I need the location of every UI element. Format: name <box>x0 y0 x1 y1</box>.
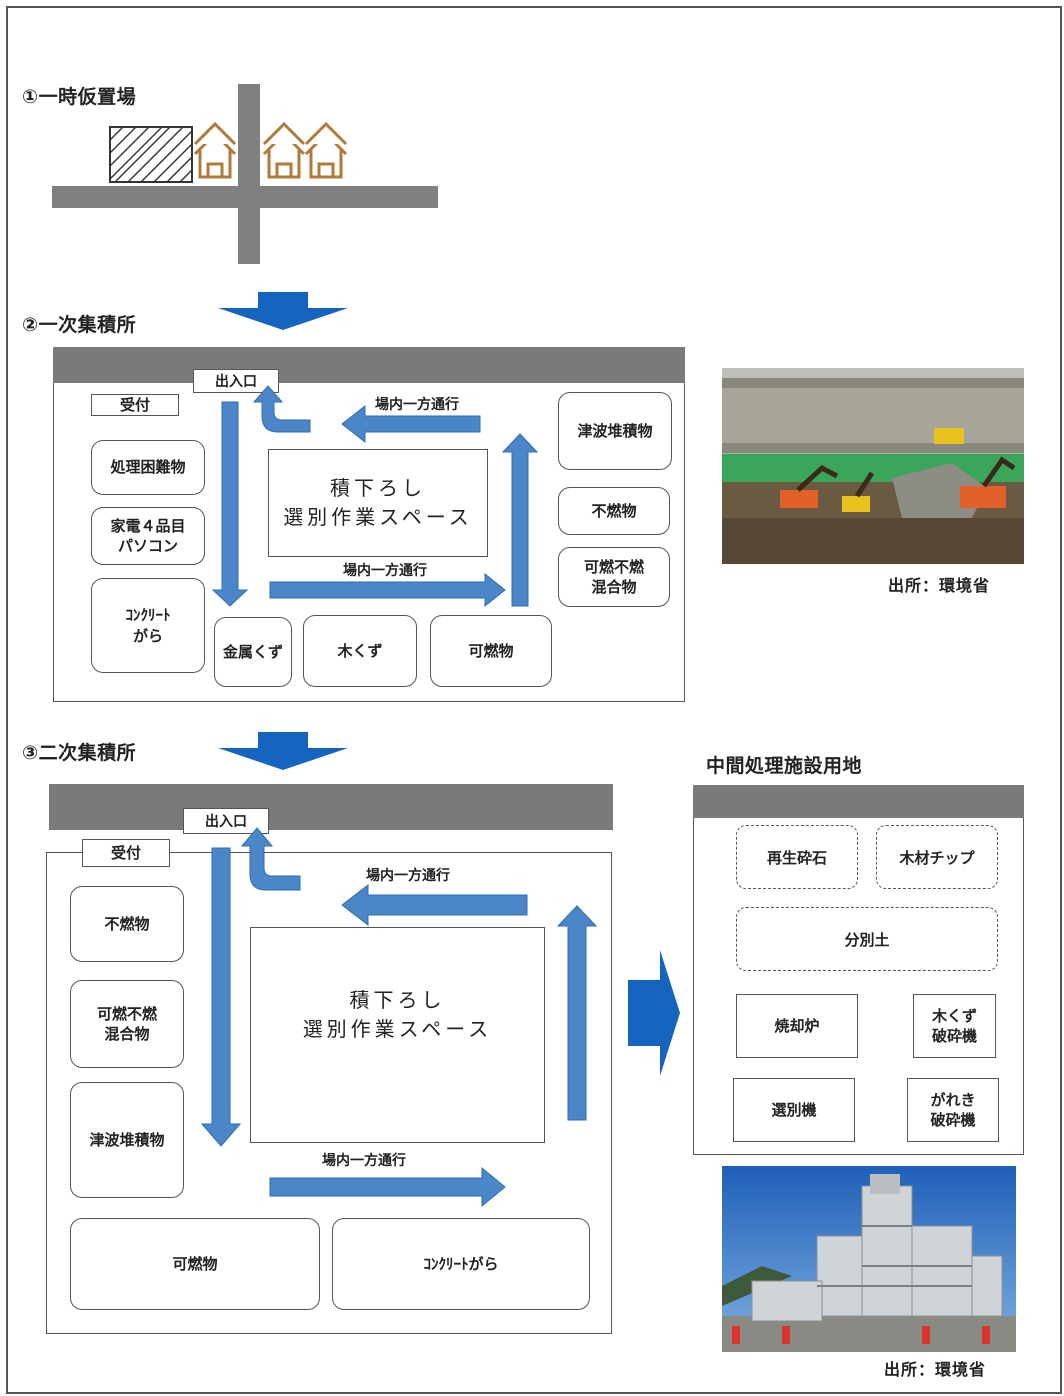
house-icon <box>193 121 237 179</box>
arrow-down-2 <box>200 847 242 1147</box>
arrow-left <box>341 404 481 444</box>
arrow-up <box>501 433 539 607</box>
road-bar-2 <box>49 784 613 830</box>
oneway-label-bottom: 場内一方通行 <box>343 563 427 579</box>
facility-road-bar <box>693 785 1024 818</box>
oneway-label-bottom-2: 場内一方通行 <box>322 1153 406 1169</box>
arrow-exit-2 <box>240 827 301 891</box>
reception-box: 受付 <box>91 394 179 416</box>
house-icon <box>304 121 348 179</box>
flow-arrow-1 <box>218 292 348 330</box>
entrance-label-2: 出入口 <box>183 808 269 834</box>
box-appliances: 家電４品目 パソコン <box>91 507 205 565</box>
box-recycled-stone: 再生砕石 <box>736 825 858 889</box>
oneway-label-top-2: 場内一方通行 <box>366 868 450 884</box>
box-metal: 金属くず <box>214 617 292 687</box>
oneway-label-top: 場内一方通行 <box>375 397 459 413</box>
box-noncombustible-2: 不燃物 <box>70 886 184 962</box>
box-tsunami-sediment: 津波堆積物 <box>558 392 672 470</box>
box-noncombustible: 不燃物 <box>558 487 670 535</box>
box-rubble-crusher: がれき 破砕機 <box>907 1078 999 1142</box>
facility-photo <box>722 1166 1016 1352</box>
box-tsunami-sediment-2: 津波堆積物 <box>70 1082 184 1198</box>
entrance-label: 出入口 <box>193 369 279 393</box>
site-photo <box>722 368 1024 564</box>
box-wood: 木くず <box>303 615 417 687</box>
facility-title: 中間処理施設用地 <box>706 755 863 777</box>
road-horizontal <box>52 186 438 208</box>
arrow-left-2 <box>341 883 528 927</box>
box-concrete-2: ｺﾝｸﾘｰﾄがら <box>332 1218 590 1310</box>
section3-title: ③二次集積所 <box>22 742 137 764</box>
box-concrete: ｺﾝｸﾘｰﾄ がら <box>91 578 205 673</box>
box-separated-soil: 分別土 <box>736 907 998 971</box>
arrow-down <box>211 401 249 607</box>
box-combustible-2: 可燃物 <box>70 1218 320 1310</box>
road-bar <box>53 347 685 383</box>
reception-box-2: 受付 <box>82 839 170 867</box>
work-area-2: 積下ろし 選別作業スペース <box>250 927 545 1143</box>
figure-frame <box>6 6 1062 1394</box>
flow-arrow-2 <box>218 732 348 770</box>
arrow-exit <box>252 385 311 433</box>
box-mixed: 可燃不燃 混合物 <box>558 547 670 607</box>
road-vertical <box>238 84 260 264</box>
flow-arrow-3 <box>628 950 680 1076</box>
work-area: 積下ろし 選別作業スペース <box>268 449 488 557</box>
box-sorter: 選別機 <box>733 1078 855 1142</box>
arrow-right-2 <box>269 1166 506 1208</box>
photo-caption-1: 出所：環境省 <box>888 576 991 595</box>
section1-title: ①一時仮置場 <box>22 86 137 108</box>
arrow-up-2 <box>556 905 598 1121</box>
house-icon <box>262 121 306 179</box>
temporary-site-map <box>52 84 438 264</box>
box-combustible: 可燃物 <box>430 615 552 687</box>
box-wood-chips: 木材チップ <box>876 825 998 889</box>
section2-title: ②一次集積所 <box>22 314 137 336</box>
box-wood-crusher: 木くず 破砕機 <box>913 994 996 1058</box>
photo-caption-2: 出所：環境省 <box>884 1360 987 1379</box>
box-incinerator: 焼却炉 <box>736 994 858 1058</box>
arrow-right <box>269 572 506 608</box>
box-mixed-2: 可燃不燃 混合物 <box>70 980 184 1068</box>
box-difficult-waste: 処理困難物 <box>91 440 205 495</box>
